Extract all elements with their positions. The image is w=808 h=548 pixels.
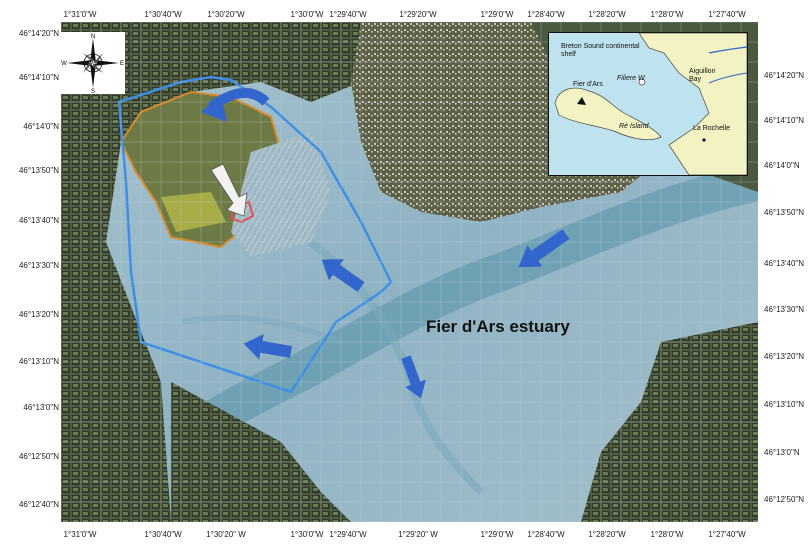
right-tick-label: 46°14'20"N bbox=[764, 71, 805, 80]
left-tick-label: 46°13'30"N bbox=[18, 261, 59, 270]
inset-mainland bbox=[638, 33, 747, 175]
inset-river bbox=[708, 46, 747, 54]
compass-n: N bbox=[91, 34, 95, 40]
top-tick-label: 1°29'0"W bbox=[480, 10, 514, 19]
flow-arrow-east bbox=[518, 229, 570, 268]
bottom-tick-label: 1°30'40"W bbox=[144, 530, 182, 539]
left-tick-label: 46°12'50"N bbox=[18, 452, 59, 461]
bottom-tick-label: 1°28'0"W bbox=[650, 530, 684, 539]
right-tick-label: 46°13'10"N bbox=[764, 400, 805, 409]
right-tick-label: 46°13'40"N bbox=[764, 259, 805, 268]
top-tick-label: 1°29'20"W bbox=[399, 10, 437, 19]
left-tick-label: 46°12'40"N bbox=[18, 500, 59, 509]
top-tick-label: 1°27'40"W bbox=[708, 10, 746, 19]
left-tick-label: 46°14'0"N bbox=[23, 122, 59, 131]
bottom-tick-label: 1°29'0"W bbox=[480, 530, 514, 539]
bottom-tick-label: 1°29'40"W bbox=[329, 530, 367, 539]
right-tick-label: 46°13'20"N bbox=[764, 352, 805, 361]
flow-arrow-west bbox=[243, 333, 293, 360]
flow-arrow-top-head bbox=[201, 94, 227, 122]
right-tick-label: 46°13'0"N bbox=[764, 448, 800, 457]
compass-w: W bbox=[61, 61, 67, 67]
bottom-tick-label: 1°28'20"W bbox=[588, 530, 626, 539]
estuary-label: Fier d'Ars estuary bbox=[426, 317, 570, 336]
flow-arrow-middle bbox=[321, 259, 365, 292]
top-tick-label: 1°31'0"W bbox=[63, 10, 97, 19]
tidal-creek bbox=[180, 315, 343, 345]
bottom-tick-label: 1°31'0"W bbox=[63, 530, 97, 539]
land-west bbox=[61, 22, 171, 522]
inset-river bbox=[708, 72, 747, 84]
compass-s: S bbox=[91, 89, 95, 94]
inset-locator-map: Breton Sound continental shelf Fier d'Ar… bbox=[548, 32, 748, 176]
left-tick-label: 46°13'10"N bbox=[18, 357, 59, 366]
inset-label-fier: Fier d'Ars bbox=[573, 81, 603, 88]
top-tick-label: 1°30'0"W bbox=[290, 10, 324, 19]
left-tick-label: 46°13'20"N bbox=[18, 310, 59, 319]
bottom-tick-label: 1°30'0"W bbox=[290, 530, 324, 539]
right-tick-label: 46°14'10"N bbox=[764, 116, 805, 125]
inset-label-aiguillon: Aiguillon Bay bbox=[689, 68, 716, 83]
left-tick-label: 46°14'20"N bbox=[18, 29, 59, 38]
top-tick-label: 1°28'40"W bbox=[527, 10, 565, 19]
bottom-tick-label: 1°29'20" W bbox=[398, 530, 438, 539]
inset-rochelle-marker bbox=[702, 138, 706, 142]
main-channel bbox=[168, 163, 758, 457]
inset-label-filiere: Filiere W bbox=[617, 75, 645, 82]
right-tick-label: 46°14'0"N bbox=[764, 161, 800, 170]
inset-study-marker bbox=[577, 97, 586, 105]
inset-filiere-marker bbox=[638, 78, 646, 86]
inset-label-rochelle: La Rochelle bbox=[693, 125, 730, 132]
left-tick-label: 46°13'0"N bbox=[23, 403, 59, 412]
top-tick-label: 1°29'40"W bbox=[329, 10, 367, 19]
right-tick-label: 46°13'50"N bbox=[764, 208, 805, 217]
inset-re-island bbox=[554, 87, 662, 140]
right-tick-label: 46°13'30"N bbox=[764, 305, 805, 314]
left-tick-label: 46°13'40"N bbox=[18, 216, 59, 225]
bottom-tick-label: 1°27'40"W bbox=[708, 530, 746, 539]
top-tick-label: 1°30'40"W bbox=[144, 10, 182, 19]
compass-rose-icon: N S W E bbox=[61, 32, 125, 95]
left-tick-label: 46°13'50"N bbox=[18, 166, 59, 175]
study-site bbox=[229, 200, 255, 224]
inset-label-re: Ré Island bbox=[619, 123, 649, 130]
bottom-tick-label: 1°30'20" W bbox=[206, 530, 246, 539]
flow-arrow-south bbox=[401, 355, 426, 399]
white-arrow bbox=[210, 163, 248, 217]
left-tick-label: 46°14'10"N bbox=[18, 73, 59, 82]
top-tick-label: 1°28'20"W bbox=[588, 10, 626, 19]
right-tick-label: 46°12'50"N bbox=[764, 495, 805, 504]
top-tick-label: 1°30'20"W bbox=[207, 10, 245, 19]
top-tick-label: 1°28'0"W bbox=[650, 10, 684, 19]
bottom-tick-label: 1°28'40"W bbox=[527, 530, 565, 539]
inset-label-breton: Breton Sound continental shelf bbox=[561, 43, 640, 58]
compass-e: E bbox=[120, 61, 124, 67]
